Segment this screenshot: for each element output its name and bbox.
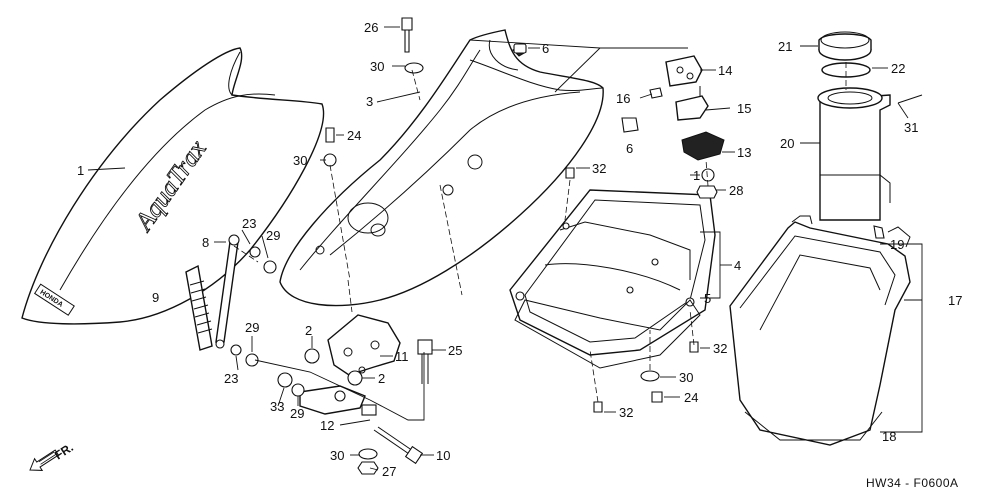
collar-hw <box>277 372 293 388</box>
callout-5: 5 <box>704 291 711 306</box>
bolt-hw <box>325 127 335 143</box>
callout-labels: 1 1 2 2 3 4 5 6 6 8 9 10 11 12 13 14 15 … <box>77 20 962 479</box>
long-bolt-part <box>373 426 424 465</box>
callout-11: 11 <box>395 349 409 364</box>
callout-24: 24 <box>347 128 361 143</box>
callout-6: 6 <box>626 141 633 156</box>
callout-15: 15 <box>737 101 751 116</box>
callout-27: 27 <box>382 464 396 479</box>
washer-hw <box>701 168 715 182</box>
callout-30: 30 <box>330 448 344 463</box>
washer-hw <box>230 344 242 356</box>
callout-8: 8 <box>202 235 209 250</box>
callout-22: 22 <box>891 61 905 76</box>
callout-21: 21 <box>778 39 792 54</box>
screw-hw <box>593 401 603 413</box>
front-hood-part: AquaTrax HONDA <box>21 47 325 325</box>
callout-2: 2 <box>378 371 385 386</box>
screw-hw <box>689 341 699 353</box>
filler-cap-part <box>818 31 872 61</box>
seat-lock-bracket <box>304 314 401 386</box>
callout-24: 24 <box>684 390 698 405</box>
bolt-hw <box>651 391 663 403</box>
washer-hw <box>291 383 305 397</box>
callout-1: 1 <box>693 168 700 183</box>
screw-hw <box>565 167 575 179</box>
callout-23: 23 <box>242 216 256 231</box>
nut-hw <box>245 353 259 367</box>
callout-12: 12 <box>320 418 334 433</box>
callout-29: 29 <box>245 320 259 335</box>
storage-tray-part <box>509 189 716 356</box>
bolt-hw <box>401 17 413 53</box>
callout-30: 30 <box>293 153 307 168</box>
gas-strut-part <box>215 234 240 349</box>
callout-25: 25 <box>448 343 462 358</box>
front-arrow-icon <box>29 449 60 471</box>
callout-6: 6 <box>542 41 549 56</box>
nut-hw <box>696 185 718 199</box>
callout-28: 28 <box>729 183 743 198</box>
washer-hw <box>358 448 378 460</box>
callout-30: 30 <box>370 59 384 74</box>
callout-23: 23 <box>224 371 238 386</box>
grommet-hw <box>513 43 527 54</box>
callout-31: 31 <box>904 120 918 135</box>
screw-hw <box>649 87 663 99</box>
callout-14: 14 <box>718 63 732 78</box>
grommet-hw <box>621 117 639 133</box>
callout-29: 29 <box>290 406 304 421</box>
callout-20: 20 <box>780 136 794 151</box>
callout-17: 17 <box>948 293 962 308</box>
callout-9: 9 <box>152 290 159 305</box>
nut-hw <box>263 260 277 274</box>
callout-19: 19 <box>890 237 904 252</box>
front-direction-label: FR. <box>52 440 76 462</box>
rear-body-cover-part <box>279 29 604 307</box>
washer-hw <box>404 62 424 74</box>
latch-bracket-part <box>665 55 703 87</box>
tray-gasket-part <box>514 299 701 369</box>
leader-lines <box>87 26 923 471</box>
callout-3: 3 <box>366 94 373 109</box>
assembly-lines <box>233 62 847 403</box>
callout-33: 33 <box>270 399 284 414</box>
filler-neck-part <box>817 87 891 221</box>
callout-32: 32 <box>619 405 633 420</box>
callout-10: 10 <box>436 448 450 463</box>
callout-32: 32 <box>592 161 606 176</box>
damper-spring-part <box>185 264 213 351</box>
callout-26: 26 <box>364 20 378 35</box>
callout-18: 18 <box>882 429 896 444</box>
latch-plate-part <box>681 131 725 161</box>
seat-lock-latch <box>299 385 377 416</box>
washer-hw <box>249 246 261 258</box>
figure-code: HW34 - F0600A <box>866 476 959 490</box>
washer-hw <box>640 370 660 382</box>
front-direction-indicator: FR. <box>29 440 76 471</box>
breather-pin <box>897 94 923 104</box>
latch-hook-part <box>675 86 709 121</box>
callout-13: 13 <box>737 145 751 160</box>
nut-hw <box>357 461 379 475</box>
callout-4: 4 <box>734 258 741 273</box>
bolt-25-part <box>417 339 433 384</box>
callout-16: 16 <box>616 91 630 106</box>
callout-2: 2 <box>305 323 312 338</box>
clip-hw <box>873 225 885 239</box>
callout-32: 32 <box>713 341 727 356</box>
callout-30: 30 <box>679 370 693 385</box>
callout-29: 29 <box>266 228 280 243</box>
callout-1: 1 <box>77 163 84 178</box>
storage-bin-part <box>729 215 911 446</box>
